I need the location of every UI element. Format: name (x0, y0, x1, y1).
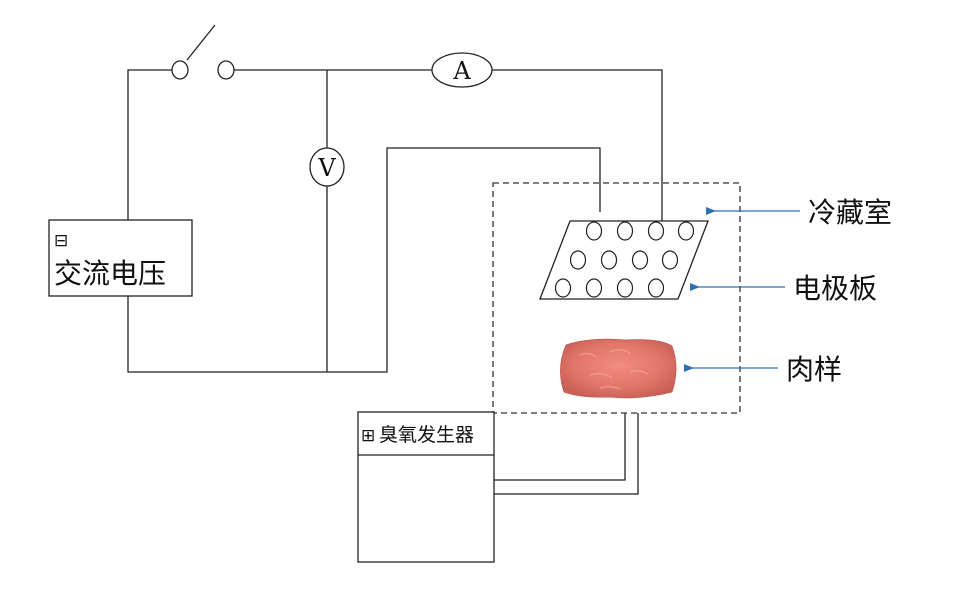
ac-source-icon: ⊟ (54, 231, 68, 251)
wire-left-top (127, 69, 172, 220)
electrode-hole (616, 278, 634, 298)
ozone-generator-box (357, 411, 495, 563)
electrode-hole (585, 221, 603, 241)
switch-right-terminal (217, 60, 235, 80)
switch-left-terminal (171, 60, 189, 80)
ammeter-body (431, 52, 493, 88)
electrode-plate-body (539, 220, 709, 300)
electrode-hole (647, 278, 665, 298)
ac-source: ⊟ 交流电压 (48, 219, 193, 297)
ozone-tube-inner (494, 413, 626, 481)
electrode-hole (585, 278, 603, 298)
switch-lever (186, 24, 216, 61)
ac-source-box (48, 219, 193, 297)
electrode-hole (631, 250, 649, 270)
electrode-hole (569, 250, 587, 270)
ac-source-label: 交流电压 (54, 257, 166, 290)
electrode-holes (554, 221, 695, 298)
electrode-hole (600, 250, 618, 270)
ozone-tube-outer (471, 413, 639, 495)
ozone-generator-label: 臭氧发生器 (379, 424, 474, 446)
electrode-hole (677, 221, 695, 241)
ozone-generator-icon: ⊞ (361, 426, 375, 446)
electrode-hole (554, 278, 572, 298)
callout-arrows (684, 207, 800, 372)
electrode-hole (661, 250, 679, 270)
wire-ammeter-to-plate (492, 69, 663, 224)
switch (171, 24, 235, 80)
cold-room-label: 冷藏室 (808, 196, 892, 229)
electrode-hole (616, 221, 634, 241)
electrode-plate (539, 220, 709, 300)
electrode-hole (647, 221, 665, 241)
cold-room-boundary (492, 182, 741, 414)
meat-sample-shape (560, 338, 677, 399)
ammeter: A (431, 52, 493, 88)
ozone-generator: ⊞ 臭氧发生器 (357, 411, 495, 563)
wire-bottom-return (127, 147, 601, 373)
voltmeter-label: V (317, 154, 336, 182)
voltmeter: V (309, 147, 345, 187)
meat-sample-label: 肉样 (786, 353, 842, 386)
ammeter-label: A (452, 57, 471, 85)
voltmeter-body (309, 147, 345, 187)
meat-sample (560, 338, 677, 399)
electrode-plate-label: 电极板 (793, 272, 877, 305)
meat-sample-texture (579, 349, 649, 390)
